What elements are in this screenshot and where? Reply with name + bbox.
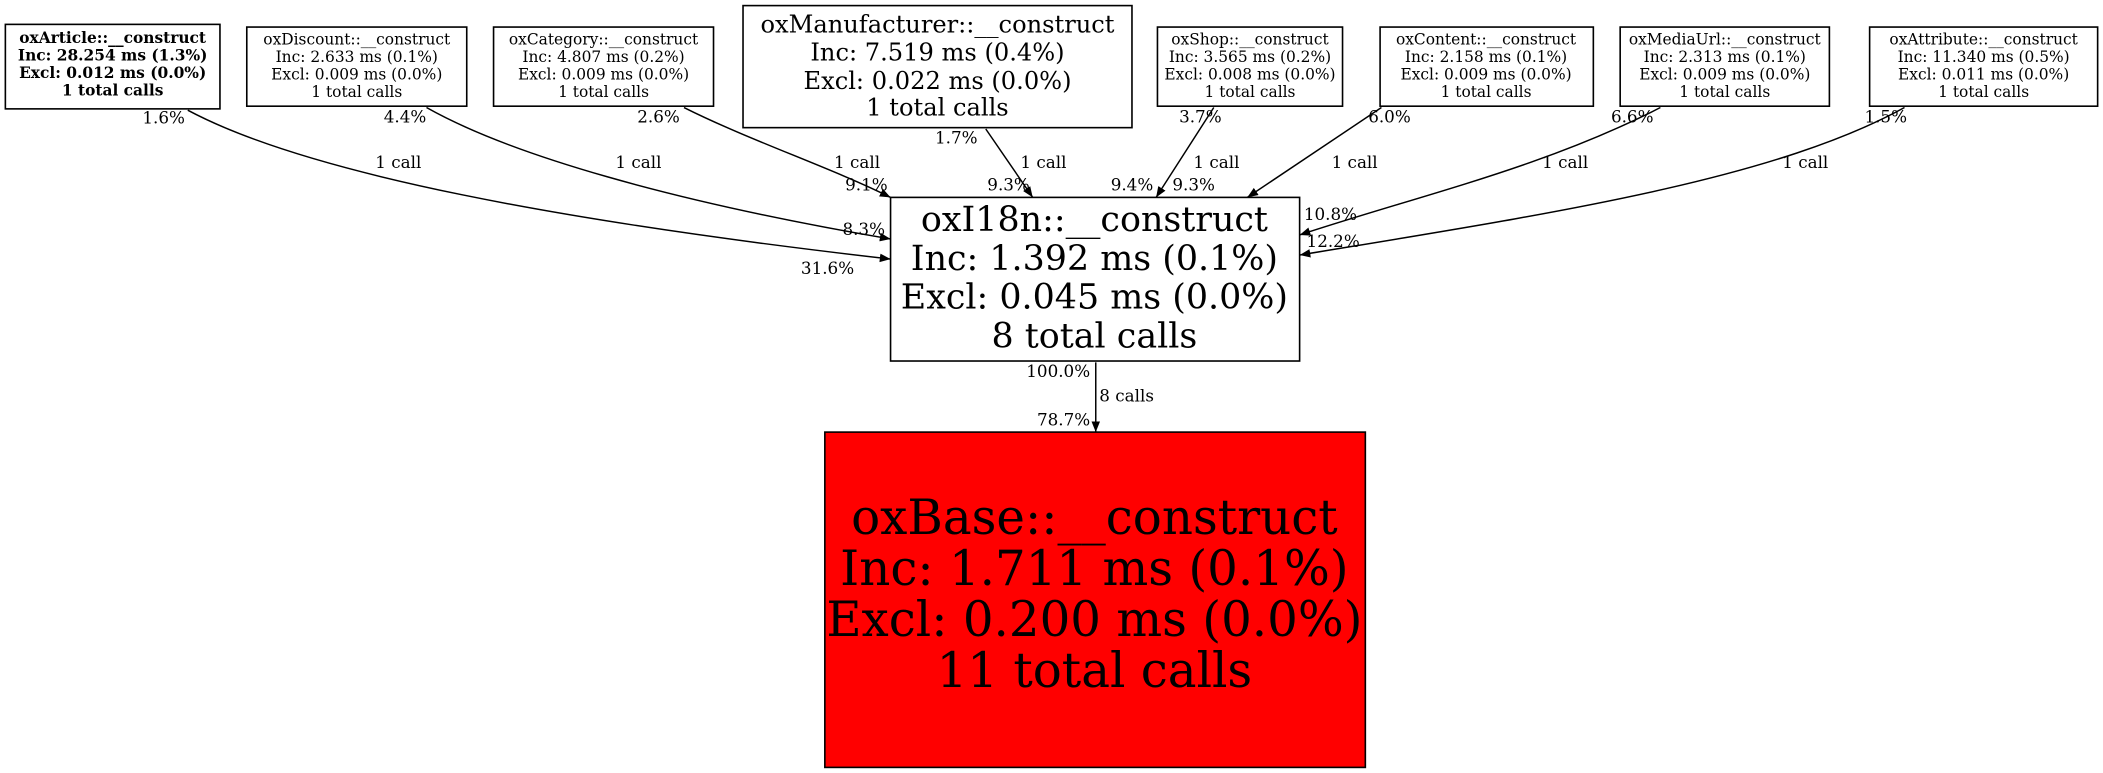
node-inc: Inc: 28.254 ms (1.3%) [18, 47, 208, 65]
edge-tail-label: 1.7% [935, 128, 978, 148]
node-excl: Excl: 0.045 ms (0.0%) [901, 278, 1288, 318]
edge-calls-label: 1 call [1782, 152, 1828, 172]
edge-head-label: 78.7% [1037, 409, 1090, 429]
node-calls: 1 total calls [311, 83, 402, 101]
node-inc: Inc: 4.807 ms (0.2%) [522, 48, 684, 66]
node-name: oxArticle::__construct [19, 29, 207, 47]
edge-category-i18n: 2.6% 1 call 9.1% [637, 106, 891, 199]
edge-line [187, 109, 891, 263]
node-oxcontent[interactable]: oxContent::__construct Inc: 2.158 ms (0.… [1379, 26, 1595, 107]
node-oxdiscount[interactable]: oxDiscount::__construct Inc: 2.633 ms (0… [245, 26, 468, 107]
edge-line [1299, 106, 1661, 236]
edge-tail-label: 1.6% [142, 108, 185, 128]
node-calls: 1 total calls [1441, 83, 1532, 101]
node-oxmediaurl[interactable]: oxMediaUrl::__construct Inc: 2.313 ms (0… [1619, 26, 1831, 107]
node-oxarticle[interactable]: oxArticle::__construct Inc: 28.254 ms (1… [4, 23, 221, 110]
edge-mediaurl-i18n: 6.6% 1 call 10.8% [1299, 106, 1661, 236]
edge-head-label: 12.2% [1307, 231, 1360, 251]
edge-line [1155, 107, 1215, 198]
node-name: oxCategory::__construct [509, 30, 699, 48]
edge-tail-label: 4.4% [384, 106, 427, 126]
edge-head-label: 9.1% [845, 175, 888, 195]
node-name: oxShop::__construct [1171, 30, 1329, 48]
node-excl: Excl: 0.009 ms (0.0%) [1639, 65, 1810, 83]
node-excl: Excl: 0.022 ms (0.0%) [803, 67, 1071, 95]
node-calls: 1 total calls [1679, 83, 1770, 101]
node-excl: Excl: 0.011 ms (0.0%) [1898, 65, 2069, 83]
node-oxbase[interactable]: oxBase::__construct Inc: 1.711 ms (0.1%)… [824, 431, 1367, 769]
node-excl: Excl: 0.009 ms (0.0%) [271, 65, 442, 83]
node-inc: Inc: 2.313 ms (0.1%) [1644, 48, 1806, 66]
edge-manufacturer-i18n: 1.7% 1 call 9.3% [935, 128, 1066, 198]
node-name: oxAttribute::__construct [1889, 30, 2078, 48]
node-inc: Inc: 3.565 ms (0.2%) [1169, 48, 1331, 66]
edge-tail-label: 100.0% [1026, 361, 1090, 381]
node-inc: Inc: 11.340 ms (0.5%) [1898, 48, 2070, 66]
edge-calls-label: 8 calls [1099, 385, 1154, 405]
node-calls: 1 total calls [62, 81, 164, 99]
node-calls: 1 total calls [866, 94, 1008, 122]
edge-calls-label: 1 call [834, 152, 880, 172]
edge-head-label: 31.6% [801, 258, 854, 278]
edge-shop-i18n: 3.7% 1 call 9.4% [1111, 106, 1239, 198]
node-excl: Excl: 0.012 ms (0.0%) [19, 64, 206, 82]
node-calls: 1 total calls [1205, 83, 1296, 101]
node-oxmanufacturer[interactable]: oxManufacturer::__construct Inc: 7.519 m… [742, 4, 1133, 129]
node-inc: Inc: 1.392 ms (0.1%) [911, 239, 1278, 279]
node-excl: Excl: 0.200 ms (0.0%) [826, 592, 1362, 648]
edge-content-i18n: 6.0% 1 call 9.3% [1172, 106, 1411, 199]
edge-tail-label: 3.7% [1179, 106, 1222, 126]
edge-discount-i18n: 4.4% 1 call 8.3% [384, 106, 891, 242]
edge-line [985, 128, 1034, 198]
node-name: oxDiscount::__construct [263, 30, 451, 48]
edge-line [683, 106, 891, 199]
edge-head-label: 8.3% [842, 219, 885, 239]
node-oxcategory[interactable]: oxCategory::__construct Inc: 4.807 ms (0… [492, 26, 715, 107]
node-inc: Inc: 1.711 ms (0.1%) [840, 541, 1348, 597]
edge-line [1299, 106, 1905, 258]
edge-calls-label: 1 call [615, 152, 661, 172]
node-excl: Excl: 0.009 ms (0.0%) [1400, 65, 1571, 83]
edge-line [426, 106, 891, 242]
edge-calls-label: 1 call [1193, 152, 1239, 172]
node-inc: Inc: 2.633 ms (0.1%) [276, 48, 438, 66]
node-calls: 11 total calls [937, 643, 1253, 699]
node-excl: Excl: 0.008 ms (0.0%) [1164, 65, 1335, 83]
edge-tail-label: 6.0% [1368, 106, 1411, 126]
node-name: oxMediaUrl::__construct [1629, 30, 1822, 48]
node-name: oxManufacturer::__construct [760, 10, 1114, 38]
node-excl: Excl: 0.009 ms (0.0%) [518, 65, 689, 83]
edge-tail-label: 2.6% [637, 106, 680, 126]
edge-attribute-i18n: 1.5% 1 call 12.2% [1299, 106, 1907, 258]
node-oxshop[interactable]: oxShop::__construct Inc: 3.565 ms (0.2%)… [1156, 26, 1344, 107]
node-name: oxBase::__construct [851, 490, 1338, 546]
edge-calls-label: 1 call [375, 152, 421, 172]
edge-head-label: 9.3% [987, 175, 1030, 195]
edge-head-label: 9.4% [1111, 175, 1154, 195]
node-calls: 1 total calls [1938, 83, 2029, 101]
node-calls: 1 total calls [558, 83, 649, 101]
edge-line [1246, 106, 1382, 199]
edge-head-label: 10.8% [1304, 204, 1357, 224]
node-inc: Inc: 7.519 ms (0.4%) [810, 39, 1064, 67]
node-name: oxContent::__construct [1396, 30, 1577, 48]
edge-article-i18n: 1.6% 1 call 31.6% [142, 108, 891, 278]
node-calls: 8 total calls [992, 317, 1198, 357]
node-oxattribute[interactable]: oxAttribute::__construct Inc: 11.340 ms … [1868, 26, 2099, 107]
node-name: oxI18n::__construct [921, 200, 1268, 240]
edge-calls-label: 1 call [1332, 152, 1378, 172]
node-inc: Inc: 2.158 ms (0.1%) [1405, 48, 1567, 66]
node-oxi18n[interactable]: oxI18n::__construct Inc: 1.392 ms (0.1%)… [889, 196, 1301, 362]
edge-calls-label: 1 call [1020, 152, 1066, 172]
edge-tail-label: 1.5% [1864, 106, 1907, 126]
edge-tail-label: 6.6% [1611, 106, 1654, 126]
edge-head-label: 9.3% [1172, 175, 1215, 195]
edge-i18n-base: 100.0% 8 calls 78.7% [1026, 361, 1154, 433]
edge-calls-label: 1 call [1542, 152, 1588, 172]
